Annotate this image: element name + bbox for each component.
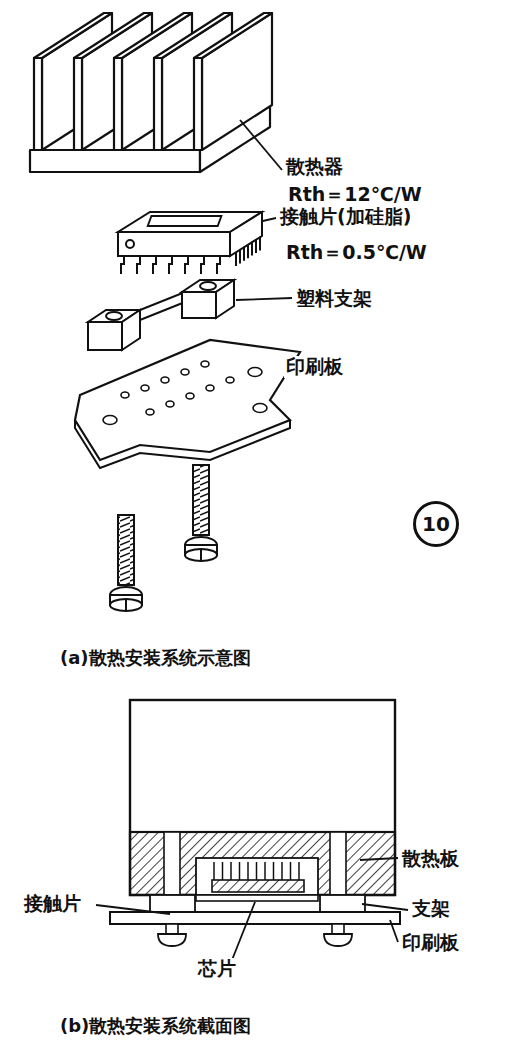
figure-caption: (b)散热安装系统截面图	[58, 1016, 253, 1037]
pin	[239, 249, 241, 263]
pin	[185, 256, 188, 274]
pin	[259, 236, 261, 250]
pin	[201, 256, 204, 274]
hole	[161, 377, 169, 383]
hole	[121, 392, 129, 398]
hole	[186, 393, 194, 399]
pin	[230, 862, 232, 880]
part-label: 散热板	[400, 848, 461, 870]
pin	[255, 239, 257, 253]
fin	[34, 58, 42, 150]
chip-pins	[121, 236, 260, 274]
pin	[264, 862, 266, 880]
part-label: 印刷板	[284, 356, 345, 378]
heatsink-fins	[34, 13, 272, 150]
figure-caption: (a)散热安装系统示意图	[58, 648, 253, 669]
pin	[217, 256, 220, 274]
hole	[103, 416, 117, 425]
leader-lines	[96, 858, 408, 960]
heatsink-section	[130, 700, 395, 895]
chip-section-pins	[214, 862, 299, 880]
fin	[194, 58, 202, 150]
pin	[247, 244, 249, 258]
pin	[213, 862, 215, 880]
pin	[298, 862, 300, 880]
fin	[154, 58, 162, 150]
hole	[181, 369, 189, 375]
pin	[137, 256, 140, 274]
hole	[226, 377, 234, 383]
pin	[243, 247, 245, 261]
chip-section	[110, 880, 400, 946]
fin	[74, 58, 82, 150]
part-label: 印刷板	[400, 932, 461, 954]
pin	[222, 862, 224, 880]
pin	[239, 862, 241, 880]
pin	[169, 256, 172, 274]
part-label: 接触片	[22, 893, 83, 915]
part-label: 接触片(加硅脂)	[278, 206, 413, 228]
pin	[273, 862, 275, 880]
hole	[146, 409, 154, 415]
hole	[141, 385, 149, 391]
hole	[166, 401, 174, 407]
screws	[110, 465, 217, 611]
hole	[248, 368, 262, 377]
part-label: Rth＝0.5℃/W	[284, 242, 429, 264]
part-label: 散热器	[284, 156, 345, 178]
pin	[256, 862, 258, 880]
printed-board	[75, 340, 300, 468]
part-label: 支架	[410, 898, 452, 920]
pin	[247, 862, 249, 880]
board-holes	[103, 361, 267, 425]
fin	[114, 58, 122, 150]
part-label: 芯片	[196, 958, 238, 980]
pin	[235, 252, 237, 266]
part-label: 塑料支架	[294, 288, 374, 310]
callout-number: 10	[413, 501, 459, 547]
pin	[281, 862, 283, 880]
pin	[290, 862, 292, 880]
pin	[251, 242, 253, 256]
hole	[201, 361, 209, 367]
pin	[153, 256, 156, 274]
callout-text: 10	[422, 512, 450, 536]
hole	[253, 404, 267, 413]
fin	[194, 13, 272, 58]
pin	[121, 256, 124, 274]
hole	[206, 385, 214, 391]
part-label: Rth＝12℃/W	[286, 184, 424, 206]
